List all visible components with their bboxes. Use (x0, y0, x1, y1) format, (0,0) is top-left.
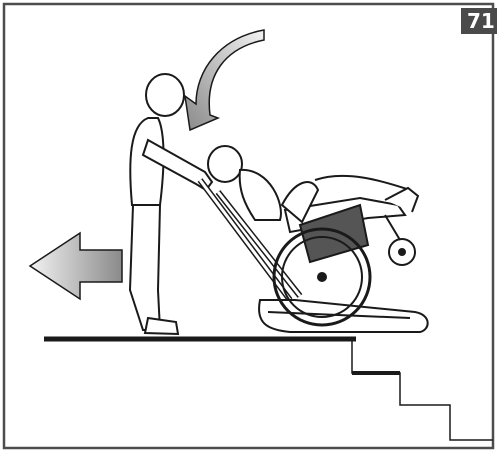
occupant-torso (240, 170, 281, 220)
attendant-leg (130, 205, 160, 330)
caster-fork (385, 215, 400, 240)
wheel-hub (318, 273, 326, 281)
wheelchair-armrest (315, 176, 410, 190)
figure-number-badge: 71 (461, 8, 497, 34)
occupant-head (208, 146, 242, 182)
left-arrow-icon (30, 233, 122, 299)
rotate-arrow-icon (185, 30, 264, 130)
stairs (352, 339, 493, 440)
attendant-head (146, 74, 184, 116)
attendant-foot (145, 318, 178, 334)
